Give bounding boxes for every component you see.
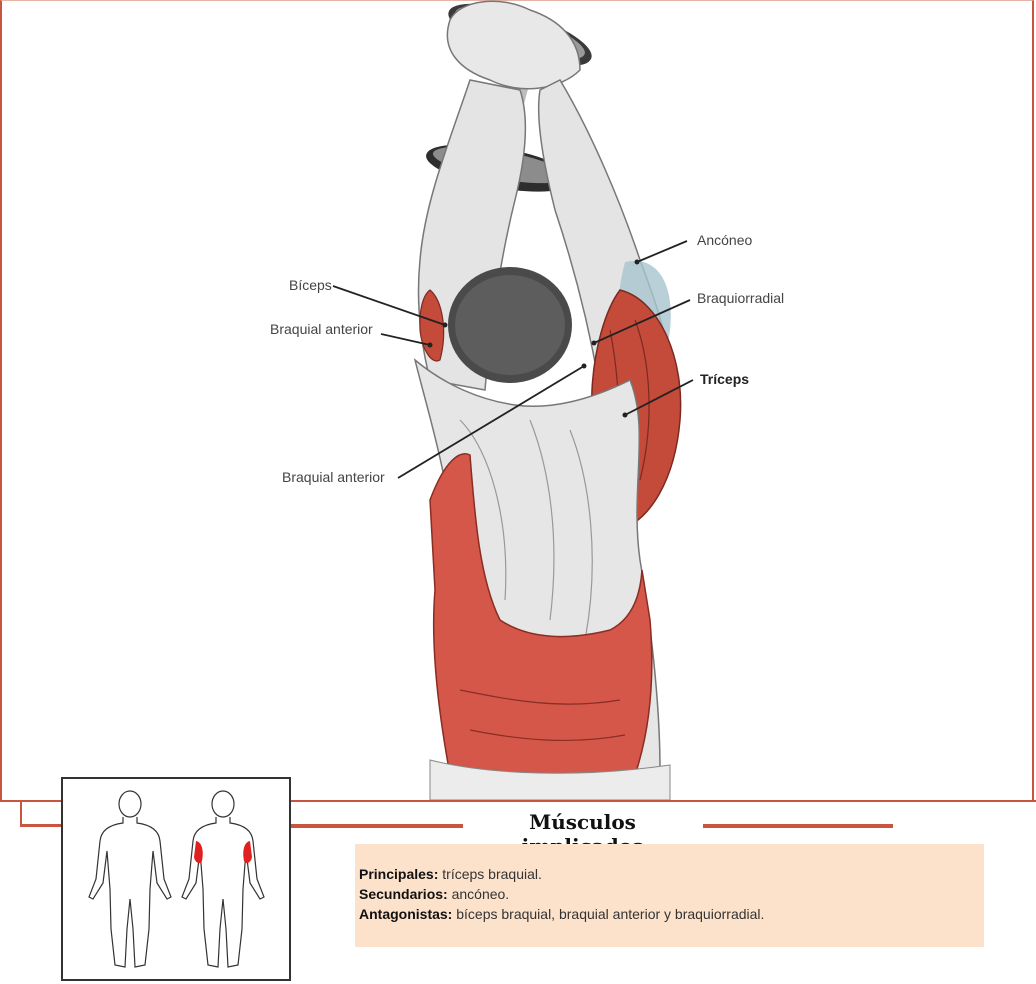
principales-value: tríceps braquial. [438,866,542,882]
frame-tab-vertical [20,800,22,826]
secundarios-value: ancóneo. [447,886,510,902]
hands [446,0,581,90]
heading-rule-right [703,824,893,828]
page-frame [0,0,1034,800]
highlight-triceps-left [194,841,203,864]
frame-tab-horizontal [20,824,64,827]
muscles-info-panel: Principales: tríceps braquial. Secundari… [355,844,984,947]
body-silhouettes [88,790,265,968]
label-triceps: Tríceps [700,371,750,387]
muscle-map-figure [61,777,291,981]
triceps-exercise-illustration [413,0,682,800]
principales-row: Principales: tríceps braquial. [359,864,984,884]
antagonistas-row: Antagonistas: bíceps braquial, braquial … [359,904,984,924]
frame-bottom-rule [0,800,1036,802]
label-anconeo: Ancóneo [697,232,753,248]
label-biceps: Bíceps [289,277,332,293]
back-body-outline [181,790,265,968]
seat [429,759,671,800]
secundarios-label: Secundarios: [359,886,448,902]
highlight-triceps-right [243,841,252,864]
antagonistas-value: bíceps braquial, braquial anterior y bra… [452,906,765,922]
label-braquial-anterior-lower: Braquial anterior [282,469,385,485]
principales-label: Principales: [359,866,439,882]
label-braquial-anterior-upper: Braquial anterior [270,321,373,337]
heading-rule-left [291,824,463,828]
secundarios-row: Secundarios: ancóneo. [359,884,984,904]
label-braquiorradial: Braquiorradial [697,290,785,306]
front-body-outline [88,790,172,968]
antagonistas-label: Antagonistas: [359,906,453,922]
